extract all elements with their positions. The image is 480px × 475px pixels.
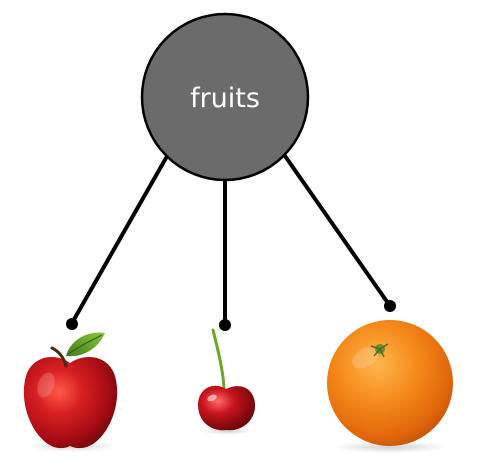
connector-apple bbox=[66, 156, 168, 330]
connector-endpoint-apple bbox=[66, 318, 78, 330]
cherry-image bbox=[198, 328, 256, 435]
connector-endpoint-orange bbox=[384, 300, 396, 312]
hub-node: fruits bbox=[140, 12, 310, 182]
orange-stem-icon bbox=[370, 343, 389, 358]
apple-image bbox=[23, 332, 118, 452]
connector-endpoint-cherry bbox=[219, 319, 231, 331]
connector-orange bbox=[283, 154, 396, 312]
hub-circle bbox=[140, 12, 310, 182]
hub-label: fruits bbox=[190, 83, 260, 114]
connector-cherry bbox=[219, 178, 231, 331]
orange-image bbox=[327, 320, 453, 453]
